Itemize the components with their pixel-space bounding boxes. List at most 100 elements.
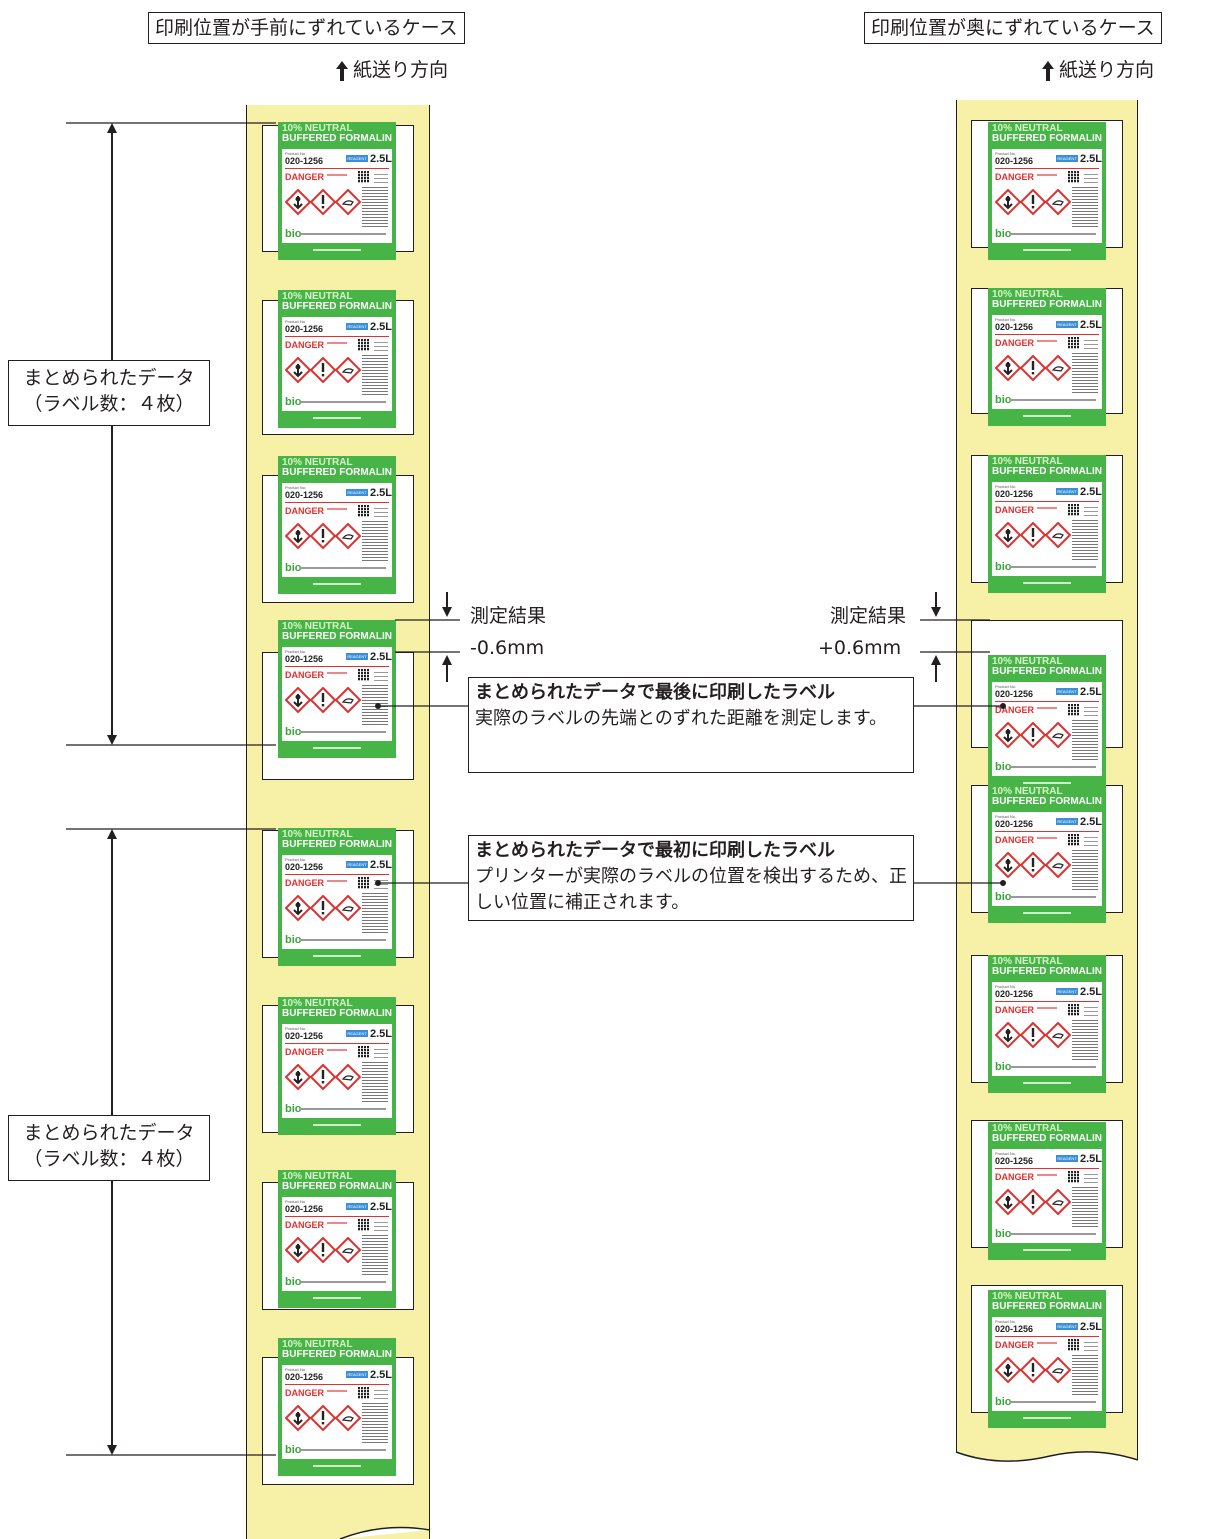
label-title-line2: BUFFERED FORMALIN [282, 467, 392, 478]
danger-text: DANGER [285, 1388, 325, 1398]
label-title-line1: 10% NEUTRAL [282, 457, 353, 468]
hazard-pictogram-icon [335, 523, 361, 549]
group-label: まとめられたデータ （ラベル数：４枚） [8, 1115, 210, 1181]
danger-text: DANGER [995, 1340, 1035, 1350]
hazard-pictogram-icon [310, 523, 336, 549]
roll-end-curl [956, 1451, 1138, 1539]
volume: 2.5L [1080, 816, 1103, 828]
brand-logo: bio [285, 1103, 302, 1115]
product-number: 020-1256 [995, 689, 1034, 699]
label-title-line1: 10% NEUTRAL [992, 456, 1063, 467]
brand-logo: bio [995, 1061, 1012, 1073]
hazard-pictogram-icon [285, 357, 311, 383]
product-caption: Product No. [995, 1319, 1017, 1324]
volume: 2.5L [370, 859, 393, 871]
group-label-line2: （ラベル数：４枚） [23, 393, 195, 415]
group-label-line1: まとめられたデータ [23, 1122, 195, 1144]
volume: 2.5L [1080, 1321, 1103, 1333]
reagent-badge: REAGENT [346, 1371, 368, 1378]
hazard-pictogram-icon [285, 189, 311, 215]
brand-logo: bio [285, 1276, 302, 1288]
callout-body: プリンターが実際のラベルの位置を検出するため、正しい位置に補正されます。 [475, 866, 907, 913]
danger-text: DANGER [285, 878, 325, 888]
hazard-pictogram-icon [995, 189, 1021, 215]
volume: 2.5L [1080, 986, 1103, 998]
hazard-pictogram-icon [310, 1405, 336, 1431]
label-title-line1: 10% NEUTRAL [282, 829, 353, 840]
label-title-line2: BUFFERED FORMALIN [992, 133, 1102, 144]
reagent-badge: REAGENT [1056, 321, 1078, 328]
label-title-line1: 10% NEUTRAL [282, 291, 353, 302]
volume: 2.5L [1080, 486, 1103, 498]
group-label: まとめられたデータ （ラベル数：４枚） [8, 360, 210, 426]
product-caption: Product No. [995, 1151, 1017, 1156]
brand-logo: bio [285, 562, 302, 574]
product-number: 020-1256 [285, 156, 324, 166]
hazard-pictogram-icon [995, 852, 1021, 878]
hazard-pictogram-icon [310, 189, 336, 215]
product-caption: Product No. [995, 317, 1017, 322]
volume: 2.5L [370, 1028, 393, 1040]
group-label-line2: （ラベル数：４枚） [23, 1148, 195, 1170]
label-title-line1: 10% NEUTRAL [282, 998, 353, 1009]
volume: 2.5L [1080, 1153, 1103, 1165]
product-number: 020-1256 [285, 862, 324, 872]
label-title-line2: BUFFERED FORMALIN [992, 1133, 1102, 1144]
volume: 2.5L [370, 153, 393, 165]
hazard-pictogram-icon [1045, 522, 1071, 548]
label-title-line2: BUFFERED FORMALIN [992, 796, 1102, 807]
brand-logo: bio [995, 561, 1012, 573]
reagent-badge: REAGENT [346, 323, 368, 330]
volume: 2.5L [1080, 319, 1103, 331]
label-title-line1: 10% NEUTRAL [992, 289, 1063, 300]
product-number: 020-1256 [285, 1031, 324, 1041]
hazard-pictogram-icon [335, 687, 361, 713]
hazard-pictogram-icon [1020, 1189, 1046, 1215]
reagent-badge: REAGENT [346, 489, 368, 496]
up-arrow-icon [336, 60, 348, 81]
label-title-line1: 10% NEUTRAL [282, 621, 353, 632]
hazard-pictogram-icon [995, 1357, 1021, 1383]
product-number: 020-1256 [285, 490, 324, 500]
product-caption: Product No. [285, 485, 307, 490]
feed-direction-label: 紙送り方向 [1059, 59, 1155, 81]
product-number: 020-1256 [995, 322, 1034, 332]
label-title-line1: 10% NEUTRAL [992, 123, 1063, 134]
label-title-line1: 10% NEUTRAL [282, 123, 353, 134]
hazard-pictogram-icon [310, 687, 336, 713]
hazard-pictogram-icon [285, 523, 311, 549]
volume: 2.5L [370, 1201, 393, 1213]
reagent-badge: REAGENT [346, 1030, 368, 1037]
hazard-pictogram-icon [1020, 522, 1046, 548]
hazard-pictogram-icon [310, 357, 336, 383]
danger-text: DANGER [285, 670, 325, 680]
reagent-badge: REAGENT [1056, 1323, 1078, 1330]
left-measure-value: -0.6mm [470, 637, 545, 659]
hazard-pictogram-icon [1045, 1357, 1071, 1383]
reagent-badge: REAGENT [1056, 988, 1078, 995]
danger-text: DANGER [995, 1172, 1035, 1182]
product-caption: Product No. [285, 319, 307, 324]
label-title-line1: 10% NEUTRAL [992, 956, 1063, 967]
hazard-pictogram-icon [1045, 1189, 1071, 1215]
product-caption: Product No. [995, 484, 1017, 489]
hazard-pictogram-icon [285, 687, 311, 713]
brand-logo: bio [285, 1444, 302, 1456]
hazard-pictogram-icon [1045, 355, 1071, 381]
feed-direction-label: 紙送り方向 [353, 59, 449, 81]
label-title-line2: BUFFERED FORMALIN [282, 1349, 392, 1360]
hazard-pictogram-icon [285, 1405, 311, 1431]
hazard-pictogram-icon [1020, 1357, 1046, 1383]
reagent-badge: REAGENT [346, 1203, 368, 1210]
product-number: 020-1256 [285, 324, 324, 334]
callout-body: 実際のラベルの先端とのずれた距離を測定します。 [475, 708, 888, 729]
callout-last-printed: まとめられたデータで最後に印刷したラベル 実際のラベルの先端とのずれた距離を測定… [468, 677, 914, 773]
volume: 2.5L [370, 651, 393, 663]
